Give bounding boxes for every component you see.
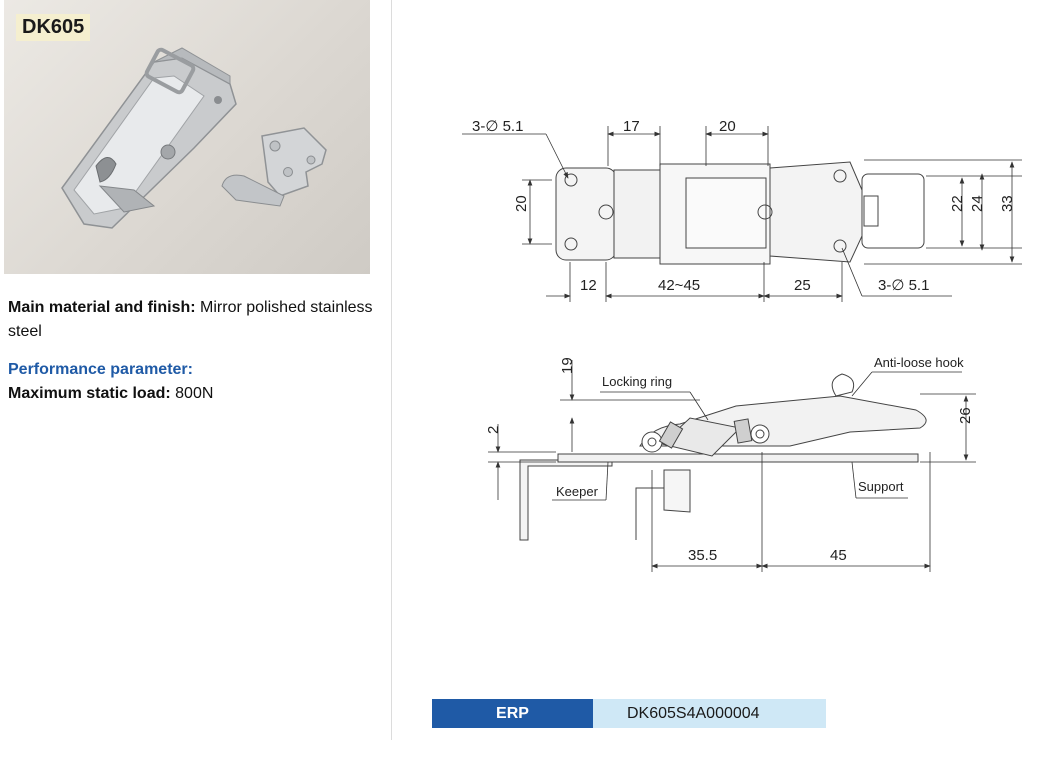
label-anti-loose-hook: Anti-loose hook [874, 355, 964, 370]
dim-20-side: 20 [513, 195, 530, 212]
dim-45: 45 [830, 547, 847, 564]
label-support: Support [858, 479, 904, 494]
erp-row: ERP DK605S4A000004 [432, 699, 826, 728]
column-divider [391, 0, 392, 740]
label-locking-ring: Locking ring [602, 374, 672, 389]
latch-photo-icon [61, 47, 327, 229]
dim-2: 2 [485, 426, 502, 434]
product-panel: DK605 Main material and finish: Mirror p… [0, 0, 380, 740]
load-label: Maximum static load: [8, 385, 171, 402]
erp-label: ERP [432, 699, 593, 728]
dim-42-45: 42~45 [658, 277, 700, 294]
dim-hole-right: 3-∅ 5.1 [878, 277, 929, 294]
dim-12: 12 [580, 277, 597, 294]
technical-drawing: 3-∅ 5.1 17 20 20 12 42~45 25 3-∅ 5.1 22 … [462, 118, 1022, 572]
material-value: Mirror polished stainless steel [8, 299, 373, 340]
load-line: Maximum static load: 800N [8, 382, 378, 406]
load-value: 800N [175, 385, 214, 402]
dim-19: 19 [559, 357, 576, 374]
dim-35-5: 35.5 [688, 547, 717, 564]
material-line: Main material and finish: Mirror polishe… [8, 296, 378, 344]
label-keeper: Keeper [556, 484, 599, 499]
material-label: Main material and finish: [8, 299, 196, 316]
product-code: DK605 [16, 14, 91, 41]
dim-22: 22 [949, 195, 966, 212]
product-photo: DK605 [4, 0, 370, 274]
performance-heading: Performance parameter: [8, 361, 193, 378]
spec-list: Main material and finish: Mirror polishe… [8, 296, 378, 406]
dim-24: 24 [969, 195, 986, 212]
dim-26: 26 [957, 407, 974, 424]
erp-value: DK605S4A000004 [593, 699, 826, 728]
dim-33: 33 [999, 195, 1016, 212]
dim-25: 25 [794, 277, 811, 294]
dim-20-top: 20 [719, 118, 736, 135]
dim-17: 17 [623, 118, 640, 135]
dim-hole-left: 3-∅ 5.1 [472, 118, 523, 135]
